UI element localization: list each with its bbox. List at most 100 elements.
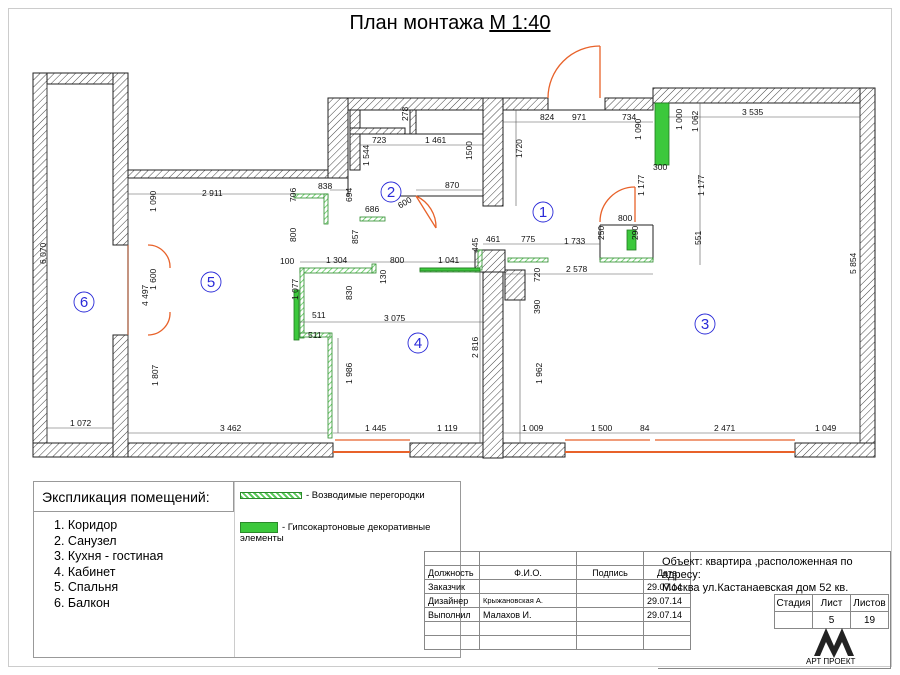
dim-300: 300: [653, 162, 667, 172]
dim-1072: 1 072: [70, 418, 92, 428]
room-2-number: 2: [387, 184, 395, 201]
dim-3075: 3 075: [384, 313, 406, 323]
gkl-label: - Гипсокартоновые декоративные элементы: [240, 522, 431, 545]
dim-100: 100: [280, 256, 294, 266]
dim-870: 870: [445, 180, 459, 190]
sheet-header: Стадия: [774, 594, 813, 612]
logo-text: АРТ ПРОЕКТ: [806, 657, 856, 666]
room-list-item: 2. Санузел: [54, 533, 117, 548]
dim-1500b: 1 500: [591, 423, 613, 433]
dim-390: 390: [532, 300, 542, 314]
dim-1062: 1 062: [690, 110, 700, 132]
room-6-number: 6: [80, 294, 88, 311]
dim-1090b: 1 090: [148, 190, 158, 212]
sheet-total: 19: [850, 611, 889, 629]
dim-1000: 1 000: [674, 108, 684, 130]
dim-857: 857: [350, 230, 360, 244]
stamp-header: Подпись: [576, 565, 644, 580]
dim-1009: 1 009: [522, 423, 544, 433]
room-list-item: 3. Кухня - гостиная: [54, 549, 164, 563]
title-block: Должность Ф.И.О. Подпись Дата Заказчик 2…: [424, 551, 691, 650]
dim-5854: 5 854: [848, 252, 858, 274]
dim-2471: 2 471: [714, 423, 736, 433]
dim-1304: 1 304: [326, 255, 348, 265]
dim-800b: 800: [288, 228, 298, 242]
partition-label: - Возводимые перегородки: [306, 490, 425, 501]
dim-723: 723: [372, 135, 386, 145]
plan-title-text: План монтажа: [349, 12, 484, 34]
dim-800c: 800: [390, 255, 404, 265]
dim-3535: 3 535: [742, 107, 764, 117]
stage-value: [774, 611, 813, 629]
room-numbers: 1 2 3 4 5 6: [80, 184, 709, 352]
legend-panel: Экспликация помещений: 1. Коридор 2. Сан…: [33, 481, 461, 658]
object-info: Объект: квартира ,расположенная по адрес…: [658, 551, 891, 669]
art-proekt-logo-icon: [814, 628, 854, 658]
dim-1177a: 1 177: [636, 174, 646, 196]
dim-1119: 1 119: [437, 423, 458, 433]
dim-2578: 2 578: [566, 264, 588, 274]
dim-290: 290: [630, 226, 640, 240]
sheet-info: Стадия Лист Листов 5 19: [774, 594, 889, 629]
dim-1077: 1 077: [290, 278, 300, 300]
room-list-item: 1. Коридор: [54, 518, 118, 532]
stamp-role: Выполнил: [424, 607, 480, 622]
dim-445: 445: [470, 238, 480, 252]
dim-600: 600: [396, 194, 414, 210]
sheet-header: Листов: [850, 594, 889, 612]
sheet-header: Лист: [812, 594, 851, 612]
new-partitions: [293, 193, 654, 439]
dim-775: 775: [521, 234, 535, 244]
dim-800a: 800: [618, 213, 632, 223]
dim-1720: 1720: [514, 139, 524, 158]
dim-830: 830: [344, 286, 354, 300]
dim-250: 250: [596, 226, 606, 240]
dim-1445: 1 445: [365, 423, 387, 433]
room-markers: [73, 181, 716, 354]
dim-551: 551: [693, 231, 703, 245]
room-6-circle: [73, 291, 95, 313]
room-list-item: 4. Кабинет: [54, 564, 116, 579]
dim-838: 838: [318, 181, 332, 191]
dim-734: 734: [622, 112, 636, 122]
stamp-signature: [576, 579, 644, 594]
room-5-number: 5: [207, 274, 215, 291]
exterior-walls: [32, 72, 876, 459]
gkl-swatch: [240, 522, 278, 533]
dim-2911: 2 911: [202, 188, 223, 198]
dim-720: 720: [532, 268, 542, 282]
legend-partition: - Возводимые перегородки: [240, 490, 425, 501]
object-line-1: Объект: квартира ,расположенная по адрес…: [662, 556, 853, 581]
object-line-2: Москва ул.Кастанаевская дом 52 кв.: [662, 582, 849, 594]
room-1-circle: [532, 201, 554, 223]
dim-971: 971: [572, 112, 586, 122]
dimension-lines: [46, 84, 861, 443]
plan-scale: М 1:40: [489, 12, 551, 34]
dim-1600: 1 600: [148, 268, 158, 290]
dim-84: 84: [640, 423, 650, 433]
dim-824: 824: [540, 112, 554, 122]
stamp-name: Малахов И.: [479, 607, 577, 622]
stamp-header: Должность: [424, 565, 480, 580]
stamp-role: Заказчик: [424, 579, 480, 594]
partition-swatch: [240, 491, 302, 499]
plan-title: План монтажа М 1:40: [0, 12, 900, 35]
room-1-number: 1: [539, 204, 547, 221]
dim-1461: 1 461: [425, 135, 447, 145]
dim-1090a: 1 090: [633, 118, 643, 140]
legend-heading: Экспликация помещений:: [34, 482, 234, 512]
dim-1041: 1 041: [438, 255, 460, 265]
dim-1500: 1500: [464, 141, 474, 160]
dim-6070: 6 070: [38, 242, 48, 264]
dim-1177b: 1 177: [696, 174, 706, 196]
room-3-number: 3: [701, 316, 709, 333]
dim-511a: 511: [312, 310, 326, 320]
room-4-number: 4: [414, 335, 422, 352]
dim-686: 686: [365, 204, 379, 214]
dim-1544: 1 544: [361, 144, 371, 166]
legend-gkl: - Гипсокартоновые декоративные элементы: [240, 522, 450, 544]
dim-4497: 4 497: [140, 284, 150, 306]
room-2-circle: [380, 181, 402, 203]
dim-461: 461: [486, 234, 500, 244]
